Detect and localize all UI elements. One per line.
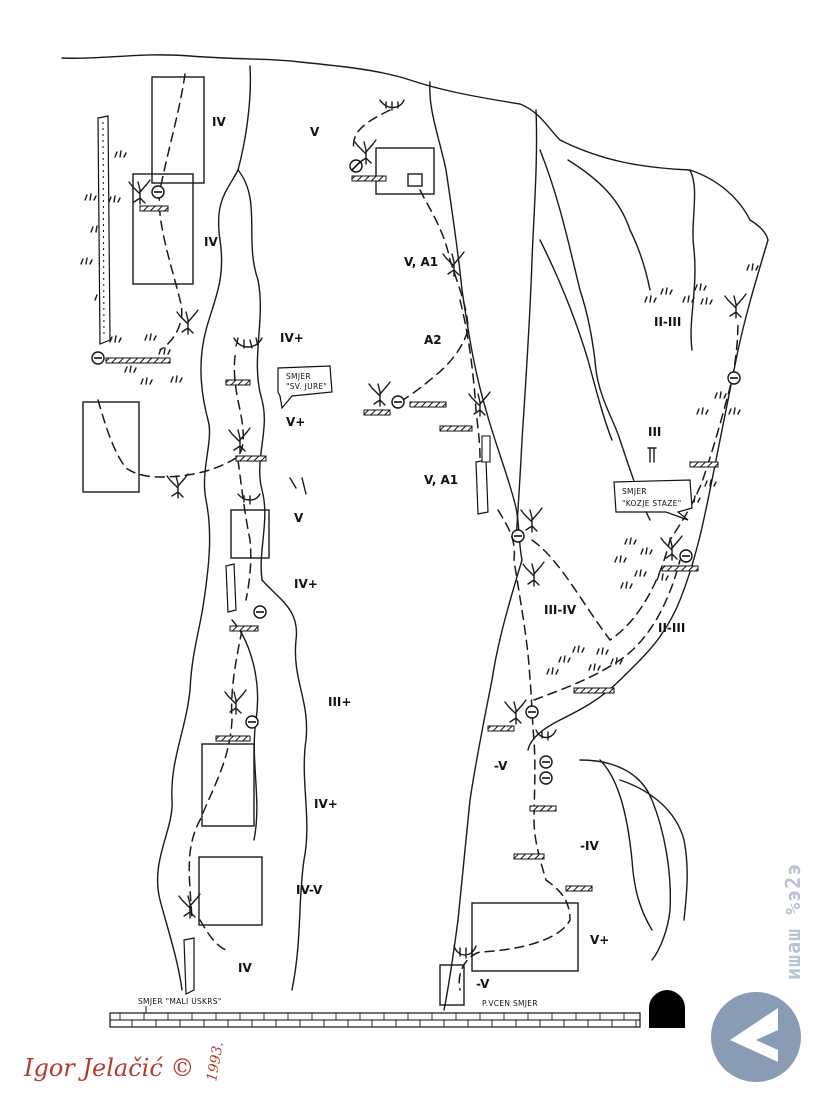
grade-label: IV	[204, 235, 218, 249]
note-sv-jure-line2: "SV. JURE"	[286, 382, 327, 391]
grade-label: IV+	[280, 331, 304, 345]
grade-label: IV+	[314, 797, 338, 811]
signature-year: 1993.	[204, 1040, 227, 1082]
side-label: ишаш %э2э	[781, 863, 805, 980]
grade-label: IV-V	[296, 883, 323, 897]
note-sv-jure-line1: SMJER	[286, 372, 311, 381]
note-mali-uskrs: SMJER "MALI USKRS"	[138, 997, 222, 1006]
grade-label: -V	[476, 977, 490, 991]
grade-label: III+	[328, 695, 351, 709]
grade-labels: IV V IV IV+ V+ V IV+ III+ IV+ IV-V IV V,…	[204, 115, 685, 991]
grade-label: V+	[590, 933, 609, 947]
author-signature: Igor Jelačić © 1993.	[23, 1040, 227, 1082]
grade-label: II-III	[654, 315, 681, 329]
note-kozje-line1: SMJER	[622, 487, 647, 496]
grade-label: A2	[424, 333, 442, 347]
grade-label: V, A1	[404, 255, 438, 269]
note-kozje-staze-box	[613, 479, 693, 521]
signature-name: Igor Jelačić ©	[23, 1054, 194, 1082]
grade-label: III	[648, 425, 661, 439]
cliff-outline	[61, 54, 769, 1011]
note-kozje-line2: "KOZJE STAZE"	[622, 499, 681, 508]
grade-label: -IV	[580, 839, 599, 853]
grade-label: IV	[212, 115, 226, 129]
logo-mark-icon	[730, 1008, 778, 1062]
grade-label: IV+	[294, 577, 318, 591]
belay-fans	[233, 99, 657, 959]
note-sv-jure-box	[277, 365, 333, 410]
grade-label: IV	[238, 961, 252, 975]
route-notes: SMJER "SV. JURE" SMJER "KOZJE STAZE" SMJ…	[138, 365, 693, 1013]
grade-label: III-IV	[544, 603, 577, 617]
route-lines	[97, 73, 739, 991]
bolts	[91, 159, 741, 785]
wall-base	[109, 990, 685, 1028]
vegetation-marks	[80, 150, 759, 675]
cave-entrance-icon	[649, 990, 685, 1028]
grade-label: V	[294, 511, 304, 525]
belay-boxes	[82, 76, 579, 1006]
note-pucen-smjer: P.VCEN SMJER	[482, 999, 538, 1008]
ledges	[105, 175, 719, 892]
grade-label: V	[310, 125, 320, 139]
grade-label: -V	[494, 759, 508, 773]
publisher-logo	[711, 992, 801, 1082]
grade-label: V+	[286, 415, 305, 429]
grade-label: II-III	[658, 621, 685, 635]
grade-label: V, A1	[424, 473, 458, 487]
crack-bars	[97, 115, 491, 995]
